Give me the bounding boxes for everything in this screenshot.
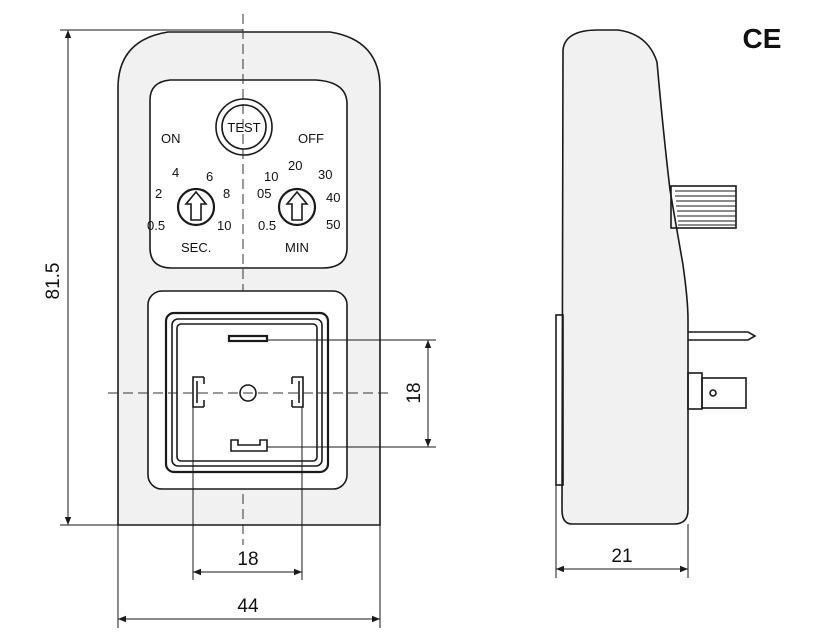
right-dial-tick: 20 <box>288 158 302 173</box>
side-view: 21 <box>555 29 757 578</box>
minutes-unit-label: MIN <box>285 240 309 255</box>
connector-pin <box>230 439 268 452</box>
left-dial-tick: 4 <box>172 165 179 180</box>
depth-dimension-label: 21 <box>611 546 632 567</box>
right-dial-tick: 05 <box>257 186 271 201</box>
test-button: TEST <box>215 98 273 156</box>
side-seal-strip <box>555 314 564 486</box>
connector-pin <box>291 376 304 408</box>
control-panel <box>149 79 348 269</box>
right-dial-tick: 30 <box>318 167 332 182</box>
right-dial-tick: 0.5 <box>258 218 276 233</box>
seconds-dial: 0.5 2 4 6 8 10 SEC. <box>147 165 231 255</box>
left-dial-tick: 2 <box>155 186 162 201</box>
height-dimension-label: 81.5 <box>43 263 64 300</box>
ce-mark-logo: CE <box>743 23 782 54</box>
knurled-knob <box>670 185 737 229</box>
front-view: TEST ON OFF 0.5 2 4 6 8 10 SEC. 0.5 05 1… <box>43 14 436 628</box>
minutes-dial: 0.5 05 10 20 30 40 50 MIN <box>257 158 340 255</box>
blade-pin <box>688 331 757 341</box>
left-dial-tick: 10 <box>217 218 231 233</box>
dial-arrow-icon <box>184 190 208 221</box>
left-dial-tick: 6 <box>206 169 213 184</box>
seconds-unit-label: SEC. <box>181 240 211 255</box>
dimension-width: 44 <box>117 525 381 628</box>
side-housing-outline <box>561 29 689 525</box>
terminal <box>687 372 747 410</box>
connector-pin <box>227 334 269 343</box>
test-button-label: TEST <box>227 120 260 135</box>
dimension-depth: 21 <box>555 485 689 578</box>
left-dial-tick: 8 <box>223 186 230 201</box>
on-label: ON <box>161 131 181 146</box>
dimension-height: 81.5 <box>43 29 243 526</box>
connector-height-label: 18 <box>404 382 425 403</box>
connector-pin <box>192 376 205 408</box>
width-dimension-label: 44 <box>237 596 259 617</box>
right-dial-tick: 40 <box>326 190 340 205</box>
dimension-connector-width: 18 <box>192 407 303 580</box>
right-dial-tick: 10 <box>264 169 278 184</box>
right-dial-tick: 50 <box>326 217 340 232</box>
connector-center-hole <box>239 384 257 402</box>
connector-width-label: 18 <box>237 549 258 570</box>
off-label: OFF <box>298 131 324 146</box>
left-dial-tick: 0.5 <box>147 218 165 233</box>
dimension-connector-height: 18 <box>267 339 436 448</box>
dial-arrow-icon <box>285 190 309 221</box>
